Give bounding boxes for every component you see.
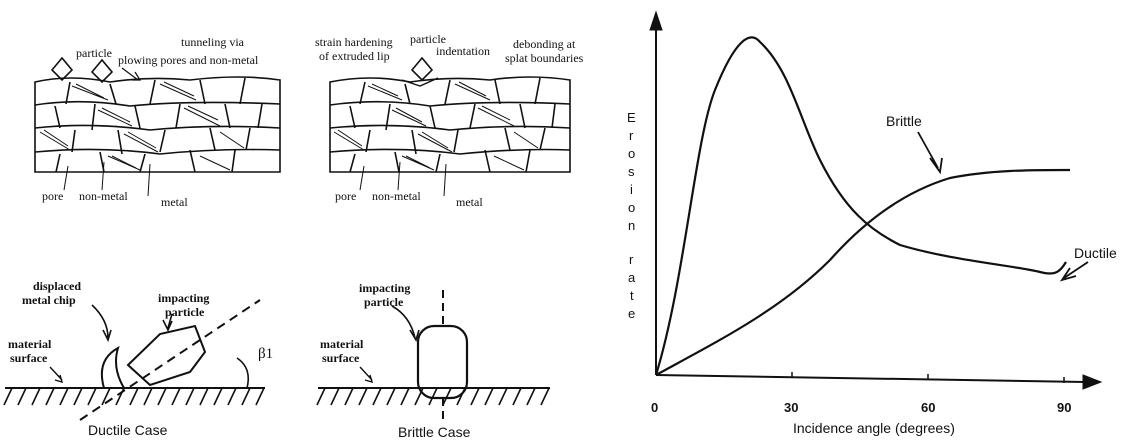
y-letter: t	[630, 288, 634, 303]
label-beta-angle: β1	[258, 346, 273, 362]
y-letter: n	[628, 218, 635, 233]
label-nonmetal-left: non-metal	[79, 189, 128, 203]
label-metal-right: metal	[456, 195, 483, 209]
label-material-brittle-2: surface	[322, 351, 360, 365]
label-pore-left: pore	[42, 189, 63, 203]
y-letter: a	[628, 270, 636, 285]
trajectory-line	[79, 299, 261, 421]
y-letter: i	[630, 182, 633, 197]
particle-marker-left-2	[90, 58, 114, 84]
label-impacting-brittle-2: particle	[364, 295, 404, 309]
label-metal-chip: metal chip	[22, 293, 76, 307]
label-particle-right: particle	[410, 32, 446, 46]
y-letter: e	[628, 306, 635, 321]
y-letter: o	[628, 146, 635, 161]
caption-ductile: Ductile Case	[88, 422, 168, 438]
label-impacting-ductile-2: particle	[165, 305, 205, 319]
label-impacting-ductile-1: impacting	[158, 291, 209, 305]
label-ductile-curve: Ductile	[1074, 245, 1117, 261]
label-debonding-2: splat boundaries	[505, 51, 584, 65]
label-tunneling: tunneling via	[181, 35, 245, 49]
ductile-case-drawing	[3, 299, 265, 421]
microstructure-right	[329, 56, 571, 197]
label-brittle-curve: Brittle	[886, 113, 922, 129]
particle-marker-right	[410, 56, 434, 82]
coating-outline-left	[34, 76, 281, 173]
displaced-chip	[100, 345, 125, 389]
y-axis-label: E r o s i o n r a t e	[627, 110, 636, 321]
label-debonding-1: debonding at	[513, 37, 576, 51]
label-strain-2: of extruded lip	[319, 49, 390, 63]
caption-brittle: Brittle Case	[398, 424, 471, 440]
y-letter: r	[629, 128, 634, 143]
impacting-particle-ductile	[126, 324, 207, 387]
x-axis-title: Incidence angle (degrees)	[793, 420, 955, 436]
label-metal-left: metal	[161, 195, 188, 209]
x-tick-30: 30	[784, 400, 798, 415]
ductile-curve	[654, 36, 1067, 376]
x-tick-0: 0	[651, 400, 658, 415]
label-material-ductile-2: surface	[10, 351, 48, 365]
x-tick-60: 60	[921, 400, 935, 415]
x-tick-90: 90	[1057, 400, 1071, 415]
label-material-brittle-1: material	[320, 337, 364, 351]
y-letter: s	[628, 164, 635, 179]
label-strain-1: strain hardening	[315, 35, 393, 49]
y-letter: r	[629, 252, 634, 267]
y-letter: E	[627, 110, 636, 125]
label-nonmetal-right: non-metal	[372, 189, 421, 203]
brittle-curve	[655, 168, 1071, 376]
x-axis	[655, 374, 1086, 383]
microstructure-left	[34, 56, 281, 197]
erosion-rate-plot	[649, 10, 1103, 390]
label-displaced: displaced	[33, 279, 81, 293]
label-impacting-brittle-1: impacting	[359, 281, 410, 295]
label-indentation: indentation	[436, 44, 490, 58]
brittle-case-drawing	[316, 290, 550, 420]
label-particle-left: particle	[76, 46, 112, 60]
angle-arc	[236, 357, 250, 389]
label-pore-right: pore	[335, 189, 356, 203]
label-plowing: plowing pores and non-metal	[118, 53, 259, 67]
y-letter: o	[628, 200, 635, 215]
particle-marker-left-1	[50, 56, 74, 82]
label-material-ductile-1: material	[8, 337, 52, 351]
coating-outline-right	[329, 76, 571, 173]
